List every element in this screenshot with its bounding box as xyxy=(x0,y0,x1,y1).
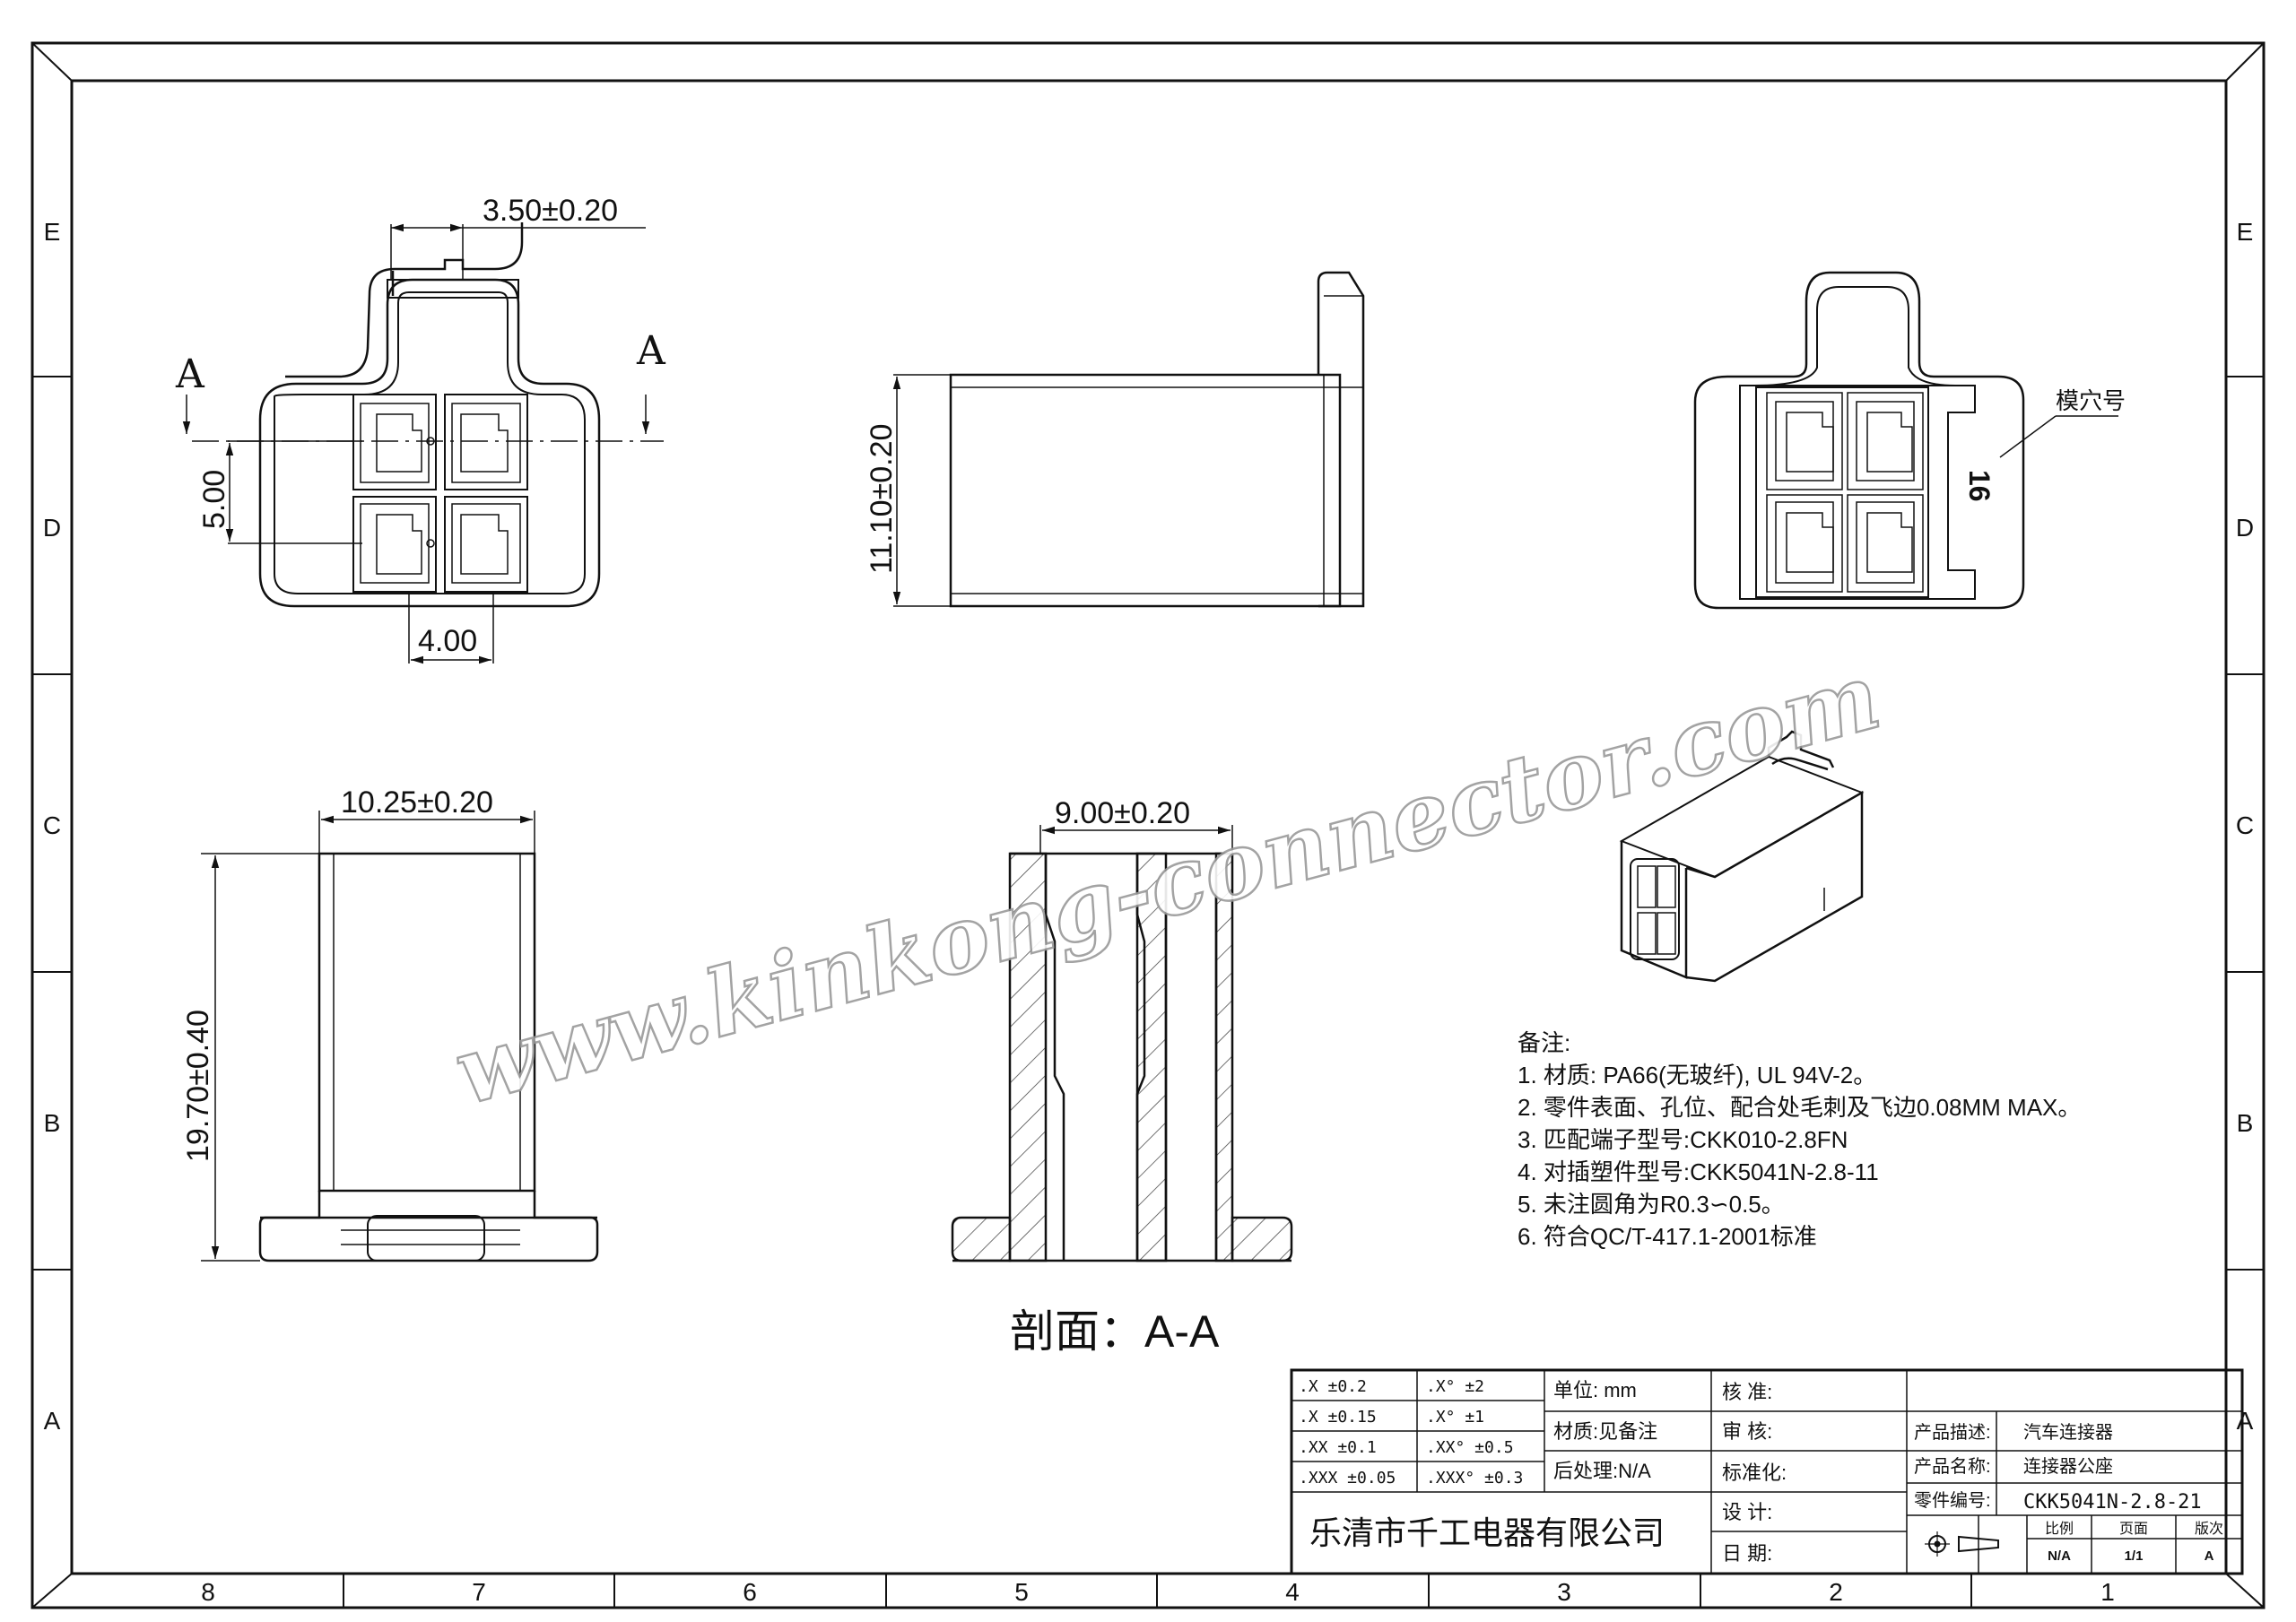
column-label-8: 8 xyxy=(201,1578,215,1606)
notes-heading: 备注: xyxy=(1518,1029,1570,1056)
column-label-3: 3 xyxy=(1557,1578,1571,1606)
product-name-label: 产品名称: xyxy=(1914,1456,1991,1477)
column-label-2: 2 xyxy=(1829,1578,1843,1606)
company-name: 乐清市千工电器有限公司 xyxy=(1309,1514,1665,1551)
version-value: A xyxy=(2205,1548,2214,1564)
page-value: 1/1 xyxy=(2125,1548,2144,1564)
section-mark-right: A xyxy=(636,328,666,374)
row-label-b-right: B xyxy=(2237,1109,2254,1137)
front-view-outline xyxy=(258,278,601,608)
row-label-d-left: D xyxy=(43,514,61,542)
product-desc-value: 汽车连接器 xyxy=(2023,1422,2113,1443)
row-label-c-right: C xyxy=(2236,811,2254,839)
row-label-e-left: E xyxy=(44,218,61,246)
tolerance-linear-1: .X ±0.2 xyxy=(1299,1377,1367,1396)
note-item: 3. 匹配端子型号:CKK010-2.8FN xyxy=(1518,1126,1848,1153)
role-standardize: 标准化: xyxy=(1722,1462,1787,1484)
row-label-c-left: C xyxy=(43,811,61,839)
front-view xyxy=(182,222,664,664)
section-mark-left: A xyxy=(175,351,205,397)
part-no-label: 零件编号: xyxy=(1914,1490,1991,1511)
product-name-value: 连接器公座 xyxy=(2023,1456,2113,1477)
column-label-1: 1 xyxy=(2100,1578,2115,1606)
role-approve: 核 准: xyxy=(1722,1381,1772,1403)
row-label-b-left: B xyxy=(44,1109,61,1137)
note-item: 2. 零件表面、孔位、配合处毛刺及飞边0.08MM MAX。 xyxy=(1518,1094,2081,1121)
bottom-view-dim-width: 10.25±0.20 xyxy=(341,785,493,820)
note-item: 6. 符合QC/T-417.1-2001标准 xyxy=(1518,1223,1817,1250)
role-date: 日 期: xyxy=(1722,1542,1772,1565)
tolerance-angular-3: .XX° ±0.5 xyxy=(1426,1438,1514,1457)
note-item: 4. 对插塑件型号:CKK5041N-2.8-11 xyxy=(1518,1158,1879,1185)
tolerance-angular-2: .X° ±1 xyxy=(1426,1408,1484,1427)
scale-value: N/A xyxy=(2048,1548,2071,1564)
row-label-d-right: D xyxy=(2236,514,2254,542)
material-field: 材质:见备注 xyxy=(1553,1420,1657,1443)
column-label-4: 4 xyxy=(1285,1578,1300,1606)
note-item: 1. 材质: PA66(无玻纤), UL 94V-2。 xyxy=(1518,1062,1876,1089)
column-label-5: 5 xyxy=(1014,1578,1029,1606)
rear-view-cavity-label: 模穴号 xyxy=(2056,387,2126,414)
isometric-view xyxy=(1619,730,1865,983)
tolerance-linear-2: .X ±0.15 xyxy=(1299,1408,1377,1427)
tolerance-linear-3: .XX ±0.1 xyxy=(1299,1438,1377,1457)
column-label-7: 7 xyxy=(472,1578,486,1606)
unit-field: 单位: mm xyxy=(1553,1379,1637,1401)
tolerance-linear-4: .XXX ±0.05 xyxy=(1299,1469,1396,1488)
tolerance-angular-1: .X° ±2 xyxy=(1426,1377,1484,1396)
section-view-dim-width: 9.00±0.20 xyxy=(1055,796,1190,830)
product-desc-label: 产品描述: xyxy=(1914,1422,1991,1443)
column-label-6: 6 xyxy=(743,1578,757,1606)
version-label: 版次 xyxy=(2195,1521,2223,1537)
role-design: 设 计: xyxy=(1722,1501,1772,1523)
row-labels: E D C B A E D C B A xyxy=(43,218,2254,1435)
notes: 备注: 1. 材质: PA66(无玻纤), UL 94V-2。 2. 零件表面、… xyxy=(1518,1029,2081,1250)
watermark: www.kinkong-connector.com xyxy=(444,642,1891,1126)
side-view-dim-height: 11.10±0.20 xyxy=(865,424,899,574)
part-no-value: CKK5041N-2.8-21 xyxy=(2023,1491,2202,1514)
side-view xyxy=(892,271,1365,608)
page-label: 页面 xyxy=(2119,1522,2148,1537)
tolerance-angular-4: .XXX° ±0.3 xyxy=(1426,1469,1523,1488)
row-label-e-right: E xyxy=(2237,218,2254,246)
front-view-dim-top: 3.50±0.20 xyxy=(483,194,618,228)
front-view-dim-bottom: 4.00 xyxy=(418,624,477,658)
bottom-view-dim-height: 19.70±0.40 xyxy=(181,1010,215,1162)
section-view xyxy=(951,825,1293,1262)
front-view-dim-left: 5.00 xyxy=(197,470,231,529)
role-review: 审 核: xyxy=(1722,1420,1772,1443)
row-label-a-left: A xyxy=(44,1407,61,1435)
scale-label: 比例 xyxy=(2045,1521,2074,1537)
bottom-view xyxy=(201,811,599,1262)
section-caption: 剖面：A-A xyxy=(1010,1306,1220,1357)
sheet-frame xyxy=(30,41,2266,1609)
rear-view xyxy=(1693,271,2118,610)
row-label-a-right: A xyxy=(2237,1407,2254,1435)
rear-view-cavity-number: 16 xyxy=(1963,470,1996,502)
note-item: 5. 未注圆角为R0.3∽0.5。 xyxy=(1518,1191,1785,1218)
column-labels: 8 7 6 5 4 3 2 1 xyxy=(201,1578,2115,1606)
post-process-field: 后处理:N/A xyxy=(1553,1460,1651,1482)
title-block xyxy=(1290,1368,2244,1575)
